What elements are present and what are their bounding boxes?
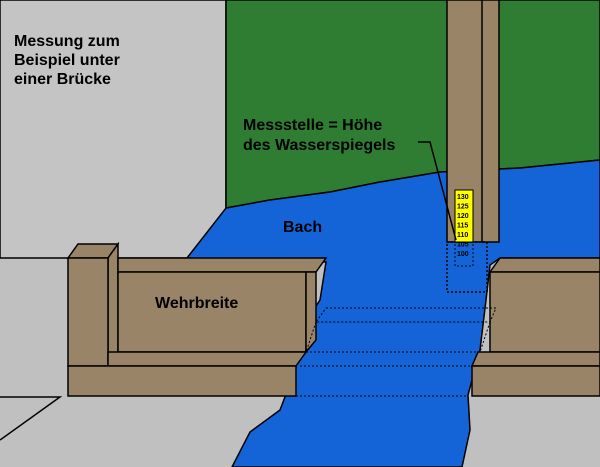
gauge-submerged	[454, 241, 474, 267]
gauge-pointer	[418, 141, 457, 241]
weir-left-base	[67, 365, 297, 397]
weir-left-wall	[117, 271, 307, 353]
intro-line3: einer Brücke	[14, 71, 111, 88]
weir-right-base	[471, 365, 600, 397]
weir-right-wall	[489, 271, 600, 353]
stream-label: Bach	[283, 219, 322, 236]
gauge-tick-115: 115	[457, 223, 468, 230]
gauge-tick-130: 130	[457, 194, 469, 201]
measure-label-line2: des Wasserspiegels	[243, 137, 395, 154]
gauge-tick-105: 105	[457, 242, 469, 249]
weir-left-pillar	[67, 257, 109, 367]
measure-label-line1: Messstelle = Höhe	[243, 117, 382, 134]
intro-line1: Messung zum	[14, 33, 120, 50]
gauge-tick-100: 100	[457, 251, 469, 258]
gauge-tick-120: 120	[457, 213, 469, 220]
gauge-tick-110: 110	[457, 232, 468, 239]
weir-crest-hidden	[296, 307, 497, 397]
weir-label: Wehrbreite	[155, 295, 238, 312]
gauge-tick-125: 125	[457, 204, 469, 211]
intro-line2: Beispiel unter	[14, 52, 120, 69]
floor-edge	[0, 396, 63, 441]
